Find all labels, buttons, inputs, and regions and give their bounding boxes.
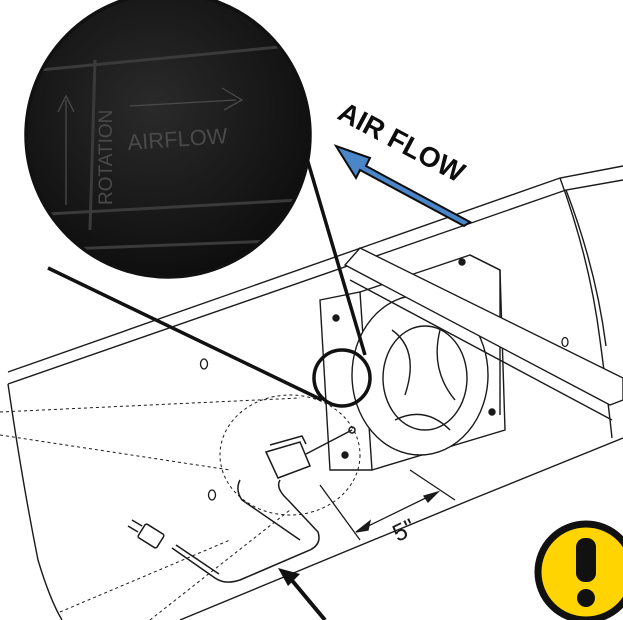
fan-blade <box>391 329 411 396</box>
airflow-arrow-icon <box>129 87 244 111</box>
sensor-clip <box>264 441 311 479</box>
cord <box>171 479 320 583</box>
arrowhead <box>355 519 372 533</box>
guide-line <box>59 539 231 613</box>
sensor-wire <box>305 429 353 455</box>
extension-line <box>319 484 361 541</box>
guide-line <box>0 397 301 413</box>
airflow-direction-arrow <box>333 144 472 228</box>
guide-ellipse <box>219 394 361 516</box>
magnified-inset: ROTATION AIRFLOW <box>24 0 312 279</box>
extension-line <box>409 469 456 501</box>
detail-circle <box>312 348 372 408</box>
pointer-arrow <box>278 568 327 620</box>
plug-prongs <box>127 519 143 533</box>
fan-hub <box>382 325 468 431</box>
dimension-label: 5" <box>388 514 419 548</box>
fan-frame-back <box>469 254 501 415</box>
panel-front-edge <box>7 383 63 620</box>
support-bar <box>343 247 623 421</box>
arrowhead <box>422 490 441 504</box>
panel-right-edge <box>559 177 613 439</box>
rotation-label: ROTATION <box>96 110 117 205</box>
fan-blade <box>436 329 456 401</box>
placement-guides <box>0 394 361 620</box>
guide-line <box>0 434 231 471</box>
cord <box>175 544 220 575</box>
panel-bottom-edge <box>179 437 623 620</box>
cord <box>237 479 301 541</box>
exclamation-warning-icon <box>534 520 623 620</box>
dimension-5in <box>319 469 456 541</box>
fan-blade <box>394 413 451 431</box>
panel-holes <box>199 336 569 501</box>
sensor-clip-top <box>269 435 307 446</box>
panel-flange <box>565 189 607 347</box>
plug <box>137 523 165 549</box>
power-cord-assembly <box>127 426 356 583</box>
housing-panel <box>7 165 623 620</box>
rotation-arrow-icon <box>57 94 75 205</box>
